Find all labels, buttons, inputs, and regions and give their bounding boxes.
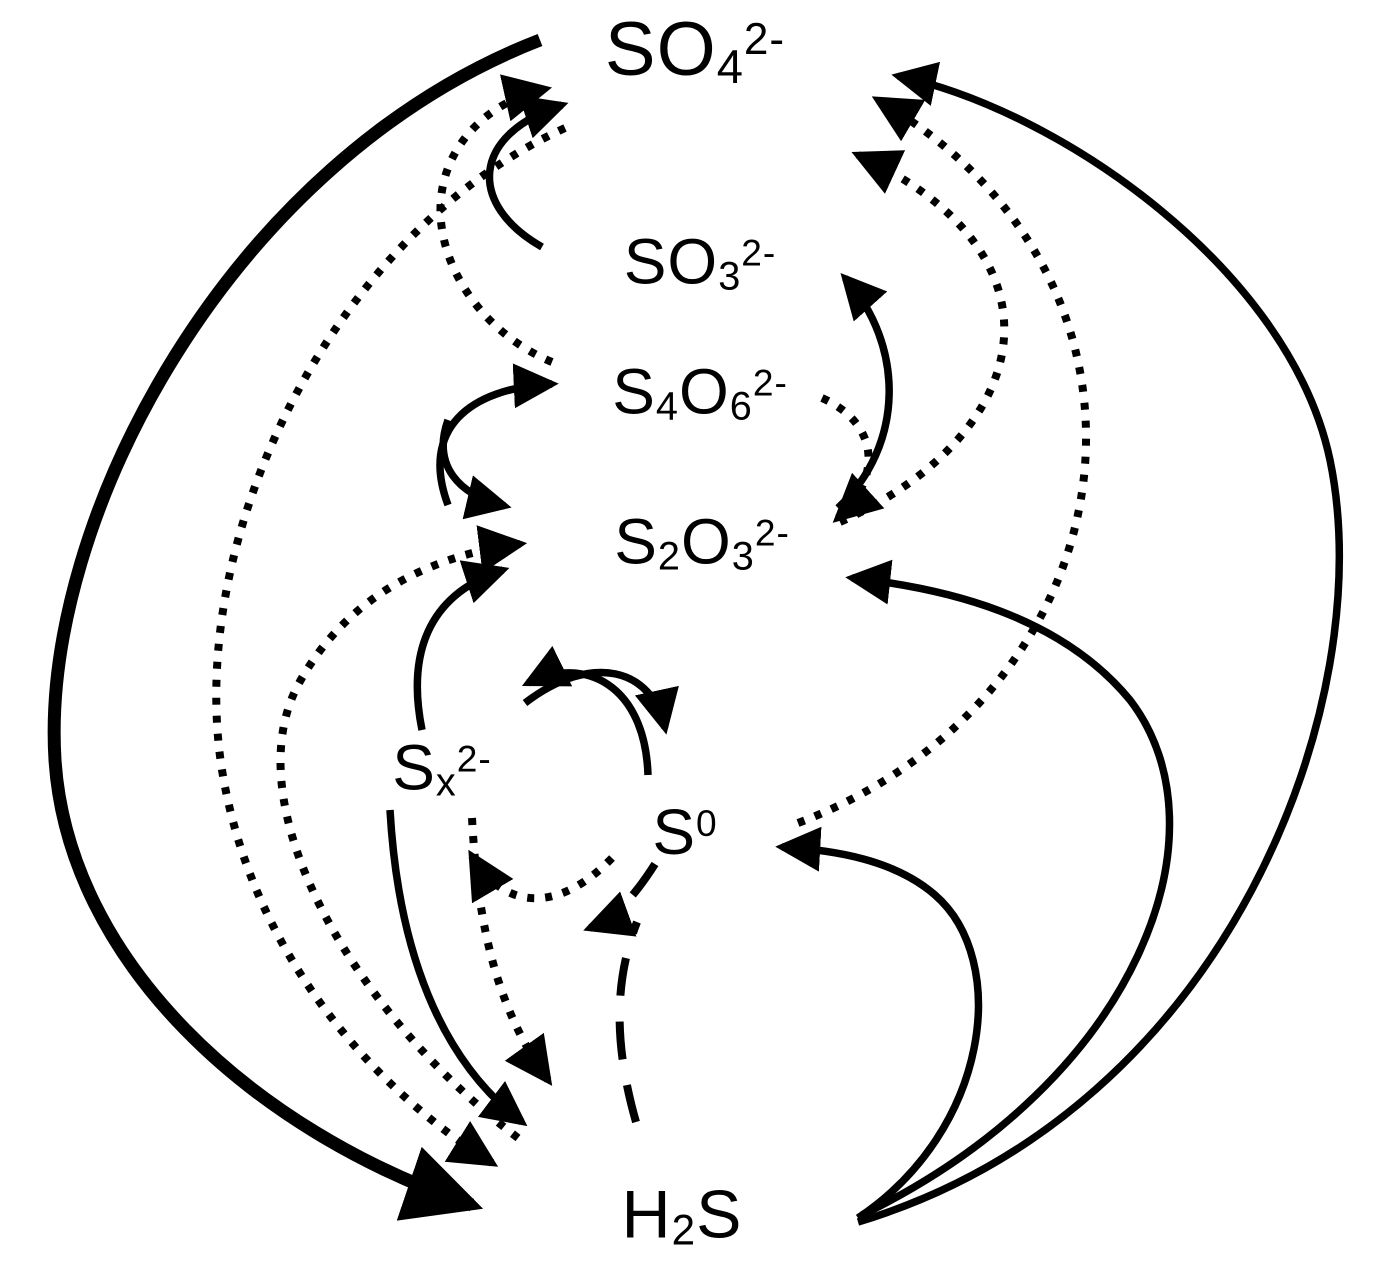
edge-so3-to-so4-solid [485, 95, 569, 251]
node-label-part: S [392, 731, 436, 804]
node-label-so4: SO42- [605, 6, 785, 94]
edge-h2s-to-so4-solid [856, 61, 1344, 1226]
node-label-part: SO [604, 7, 717, 93]
node-label-part: x [435, 760, 457, 805]
edge-so4-to-h2s-dotted [212, 124, 567, 1167]
edge-s2o3-to-s4o6-solid [436, 363, 559, 507]
edge-sx-to-h2s-dotted [468, 817, 553, 1086]
edge-sx-to-h2s-solid [386, 809, 528, 1127]
edge-so4-to-h2s-solid [47, 33, 543, 1221]
edge-sx-to-s2o3-solid [413, 560, 510, 731]
edge-s0-to-sx-dashed [583, 861, 659, 937]
edge-s4o6-to-s2o3-dotted [820, 394, 885, 523]
edge-s4o6-to-s2o3-solid [439, 418, 512, 520]
node-label-sx: Sx2- [392, 730, 492, 805]
edge-s0-to-sx-dotted [468, 849, 615, 904]
node-label-part: S [652, 796, 697, 868]
node-label-so3: SO32- [624, 224, 777, 299]
node-label-h2s: H2S [622, 1176, 743, 1255]
edge-h2s-to-s0-dashed [615, 920, 641, 1124]
edge-s4o6-to-so4-dotted [436, 74, 554, 366]
node-label-part: 4 [655, 384, 679, 429]
edge-s0-to-sx-solid [521, 645, 652, 776]
node-label-part: 2 [657, 534, 681, 579]
node-label-s2o3: S2O32- [614, 504, 790, 579]
edge-layer [47, 33, 1344, 1226]
node-label-part: 0 [696, 801, 718, 844]
edge-sx-to-s0-solid [522, 668, 679, 735]
node-label-part: H [621, 1176, 672, 1253]
node-label-part: 6 [729, 384, 753, 429]
edge-s2o3-to-so4-dotted [838, 150, 1009, 526]
edge-h2s-to-s2o3-solid [845, 559, 1174, 1219]
node-label-part: 4 [716, 39, 744, 93]
edge-h2s-to-s0-solid [775, 826, 983, 1222]
node-label-part: 2- [752, 361, 788, 404]
node-label-part: 2- [754, 511, 790, 554]
node-label-part: 3 [731, 534, 755, 579]
node-label-part: S [612, 355, 656, 428]
node-label-part: 2 [671, 1206, 697, 1254]
node-label-part: SO [623, 225, 719, 298]
node-label-part: S [614, 505, 658, 578]
node-label-part: 2- [456, 737, 492, 780]
node-label-part: 2- [743, 15, 786, 65]
node-label-s0: S0 [652, 795, 717, 869]
node-label-part: S [696, 1176, 743, 1253]
node-label-s4o6: S4O62- [612, 354, 788, 429]
node-label-part: O [680, 505, 732, 578]
edge-s0-to-so4-dotted [796, 96, 1091, 827]
node-label-part: 2- [741, 231, 777, 274]
node-label-part: O [678, 355, 730, 428]
edge-h2s-to-s2o3-dotted [276, 525, 528, 1142]
node-label-part: 3 [718, 254, 742, 299]
